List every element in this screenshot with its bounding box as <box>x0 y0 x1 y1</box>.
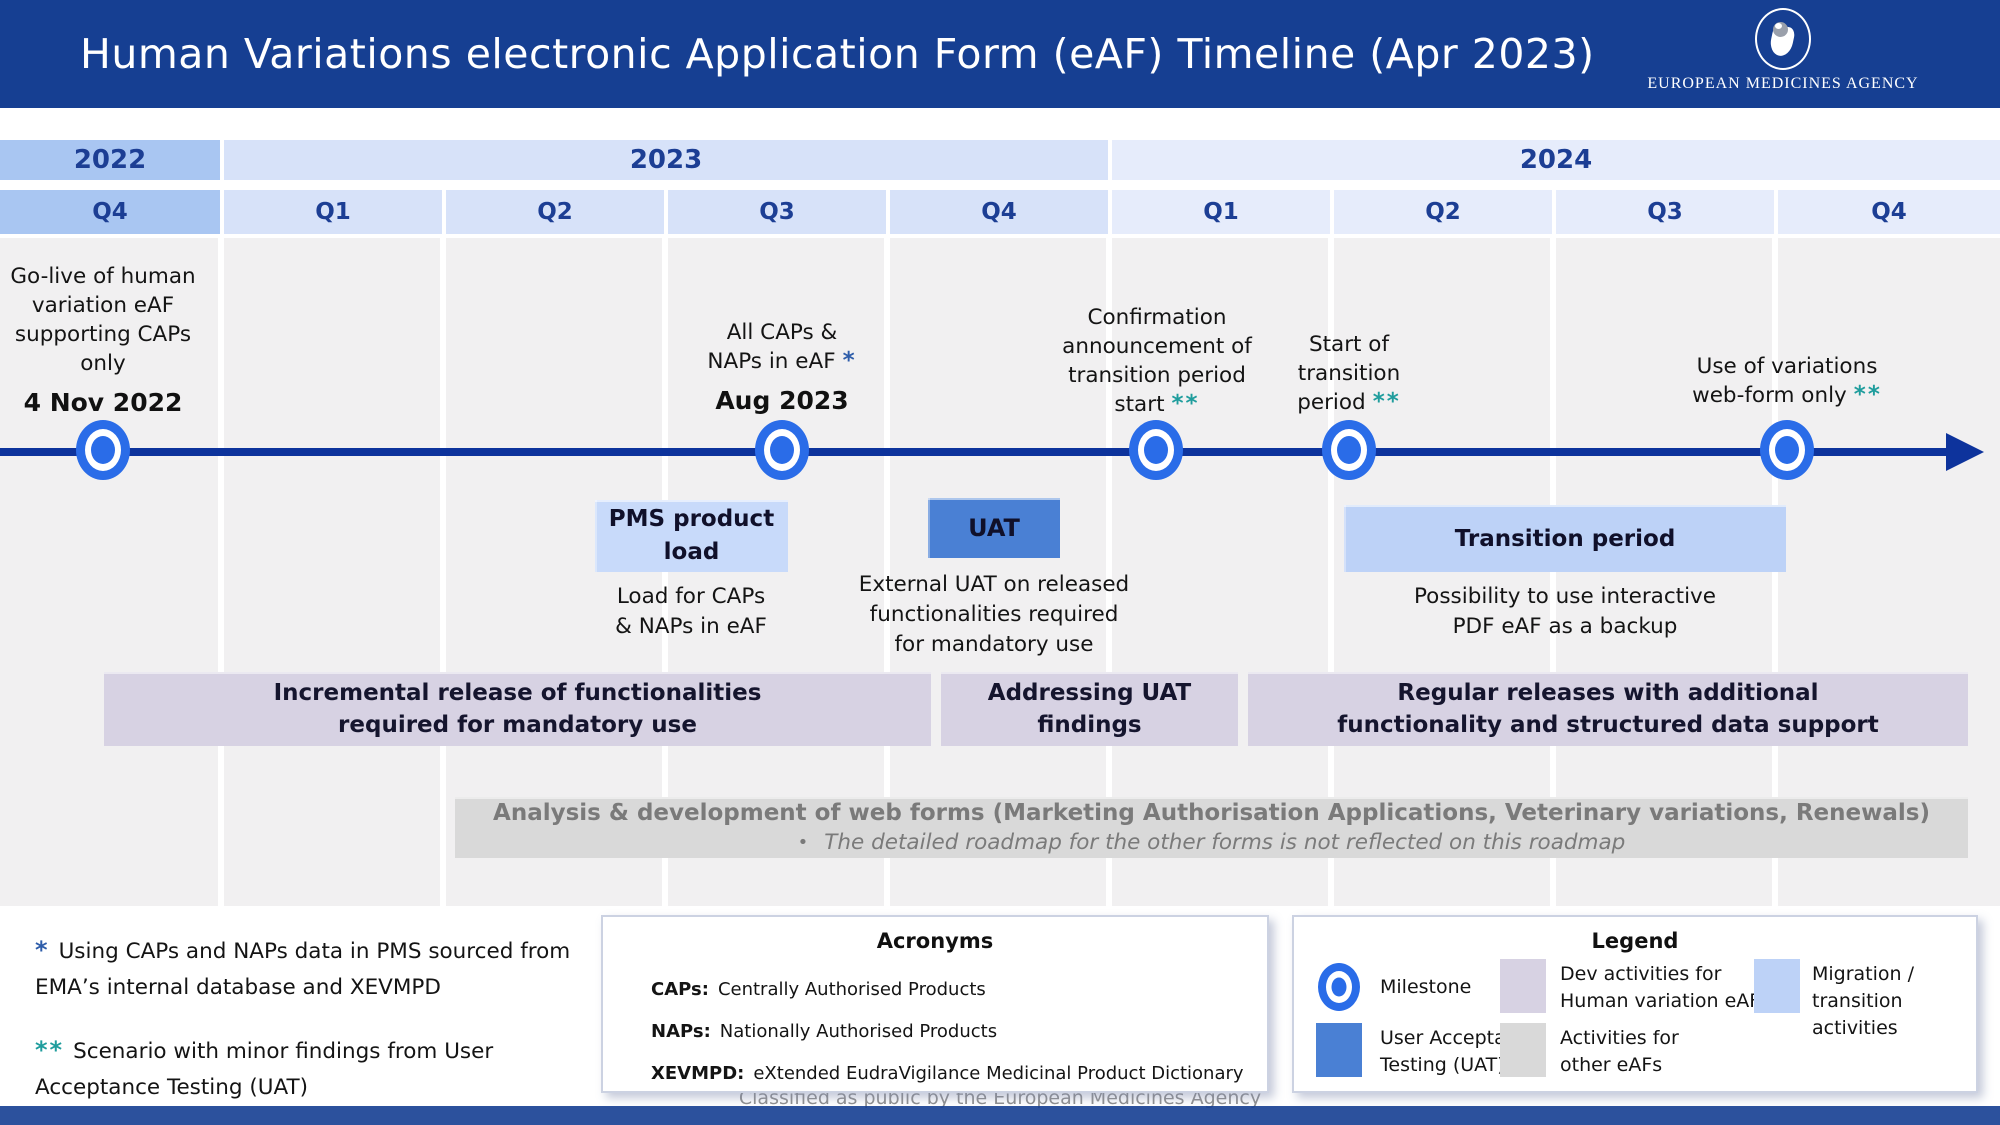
milestone-date: Aug 2023 <box>715 386 849 415</box>
quarter-2024-q2: Q2 <box>1334 190 1552 234</box>
asterisk-note: * <box>35 936 50 964</box>
milestone-text: Use of variations web-form only <box>1692 354 1878 408</box>
transition-period-box: Transition period <box>1344 505 1786 572</box>
uat-caption: External UAT on released functionalities… <box>858 572 1130 657</box>
double-asterisk-note: ** <box>1171 391 1200 417</box>
ema-logo-caption: EUROPEAN MEDICINES AGENCY <box>1647 75 1919 92</box>
acronyms-title: Acronyms <box>876 929 994 953</box>
pms-product-load-box: PMS product load <box>595 500 788 572</box>
legend-box: Legend Milestone Dev activities for Huma… <box>1292 915 1978 1093</box>
milestone-icon-aug-2023 <box>755 420 809 480</box>
column-stripe <box>1556 238 1772 906</box>
column-stripe <box>890 238 1106 906</box>
column-stripe <box>224 238 440 906</box>
dev-bar-regular-releases: Regular releases with additional functio… <box>1248 672 1968 746</box>
quarter-2024-q4: Q4 <box>1778 190 2000 234</box>
footnotes: *Using CAPs and NAPs data in PMS sourced… <box>35 932 585 1125</box>
year-2024: 2024 <box>1112 140 2000 180</box>
legend-uat-swatch <box>1316 1023 1362 1077</box>
milestone-date: 4 Nov 2022 <box>23 388 183 417</box>
milestone-icon-nov-2022 <box>76 420 130 480</box>
double-asterisk-note: ** <box>35 1036 65 1064</box>
quarter-2024-q3: Q3 <box>1556 190 1774 234</box>
milestone-label-webform-only: Use of variations web-form only** <box>1647 352 1927 410</box>
legend-milestone-icon <box>1318 963 1360 1011</box>
column-stripe <box>1112 238 1328 906</box>
legend-title: Legend <box>1591 929 1679 953</box>
quarter-2022-q4: Q4 <box>0 190 220 234</box>
milestone-label-all-caps-naps: All CAPs & NAPs in eAF* Aug 2023 <box>657 318 907 415</box>
column-stripe <box>1334 238 1550 906</box>
milestone-icon-webform-only <box>1760 420 1814 480</box>
column-stripe <box>0 238 218 906</box>
milestone-label-golive: Go-live of human variation eAF supportin… <box>0 262 218 417</box>
double-asterisk-note: ** <box>1372 389 1401 415</box>
transition-caption: Possibility to use interactive PDF eAF a… <box>1413 584 1717 639</box>
bullet-icon: • <box>797 832 809 853</box>
quarter-2023-q3: Q3 <box>668 190 886 234</box>
milestone-text: All CAPs & NAPs in eAF <box>707 320 838 374</box>
page-title: Human Variations electronic Application … <box>80 30 1595 78</box>
legend-other-label: Activities for other eAFs <box>1560 1027 1679 1076</box>
web-forms-line2: The detailed roadmap for the other forms… <box>824 830 1626 855</box>
legend-migration-swatch <box>1754 959 1800 1013</box>
legend-migration-label: Migration / transition activities <box>1812 963 1915 1039</box>
ema-logo-icon <box>1755 8 1811 70</box>
header-bar: Human Variations electronic Application … <box>0 0 2000 108</box>
web-forms-bar: Analysis & development of web forms (Mar… <box>455 797 1968 858</box>
milestone-icon-transition-start <box>1322 420 1376 480</box>
milestone-icon-confirmation <box>1129 420 1183 480</box>
column-stripe <box>668 238 884 906</box>
legend-milestone-label: Milestone <box>1380 976 1472 998</box>
milestone-text: Go-live of human variation eAF supportin… <box>10 264 196 376</box>
acronym-caps: CAPs:Centrally Authorised Products <box>651 979 986 1000</box>
legend-other-swatch <box>1500 1023 1546 1077</box>
year-2022: 2022 <box>0 140 220 180</box>
quarter-2023-q4: Q4 <box>890 190 1108 234</box>
milestone-text: Confirmation announcement of transition … <box>1062 305 1252 417</box>
acronym-naps: NAPs:Nationally Authorised Products <box>651 1021 998 1042</box>
asterisk-note: * <box>842 348 857 374</box>
column-stripe <box>446 238 662 906</box>
milestone-label-transition-start: Start of transition period** <box>1259 330 1439 417</box>
acronym-xevmpd: XEVMPD:eXtended EudraVigilance Medicinal… <box>651 1063 1244 1084</box>
ema-logo: EUROPEAN MEDICINES AGENCY <box>1618 8 1948 93</box>
pms-caption: Load for CAPs & NAPs in eAF <box>615 584 767 639</box>
quarter-2023-q1: Q1 <box>224 190 442 234</box>
dev-bar-addressing-uat: Addressing UAT findings <box>941 672 1238 746</box>
legend-dev-swatch <box>1500 959 1546 1013</box>
quarter-2024-q1: Q1 <box>1112 190 1330 234</box>
year-2023: 2023 <box>224 140 1108 180</box>
timeline-line <box>0 448 1950 456</box>
acronyms-box: Acronyms CAPs:Centrally Authorised Produ… <box>601 915 1269 1093</box>
double-asterisk-note: ** <box>1853 382 1882 408</box>
milestone-label-confirmation: Confirmation announcement of transition … <box>1022 303 1292 419</box>
column-stripe <box>1778 238 2000 906</box>
footnote-double-asterisk: **Scenario with minor findings from User… <box>35 1036 494 1100</box>
footnote-single-asterisk: *Using CAPs and NAPs data in PMS sourced… <box>35 936 571 1000</box>
dev-bar-incremental-release: Incremental release of functionalities r… <box>104 672 931 746</box>
web-forms-line1: Analysis & development of web forms (Mar… <box>493 800 1930 826</box>
uat-box: UAT <box>928 498 1060 558</box>
milestone-text: Start of transition period <box>1297 332 1401 415</box>
timeline-arrowhead-icon <box>1946 433 1984 471</box>
legend-dev-label: Dev activities for Human variation eAF <box>1560 963 1761 1012</box>
quarter-2023-q2: Q2 <box>446 190 664 234</box>
footer-bar <box>0 1106 2000 1125</box>
